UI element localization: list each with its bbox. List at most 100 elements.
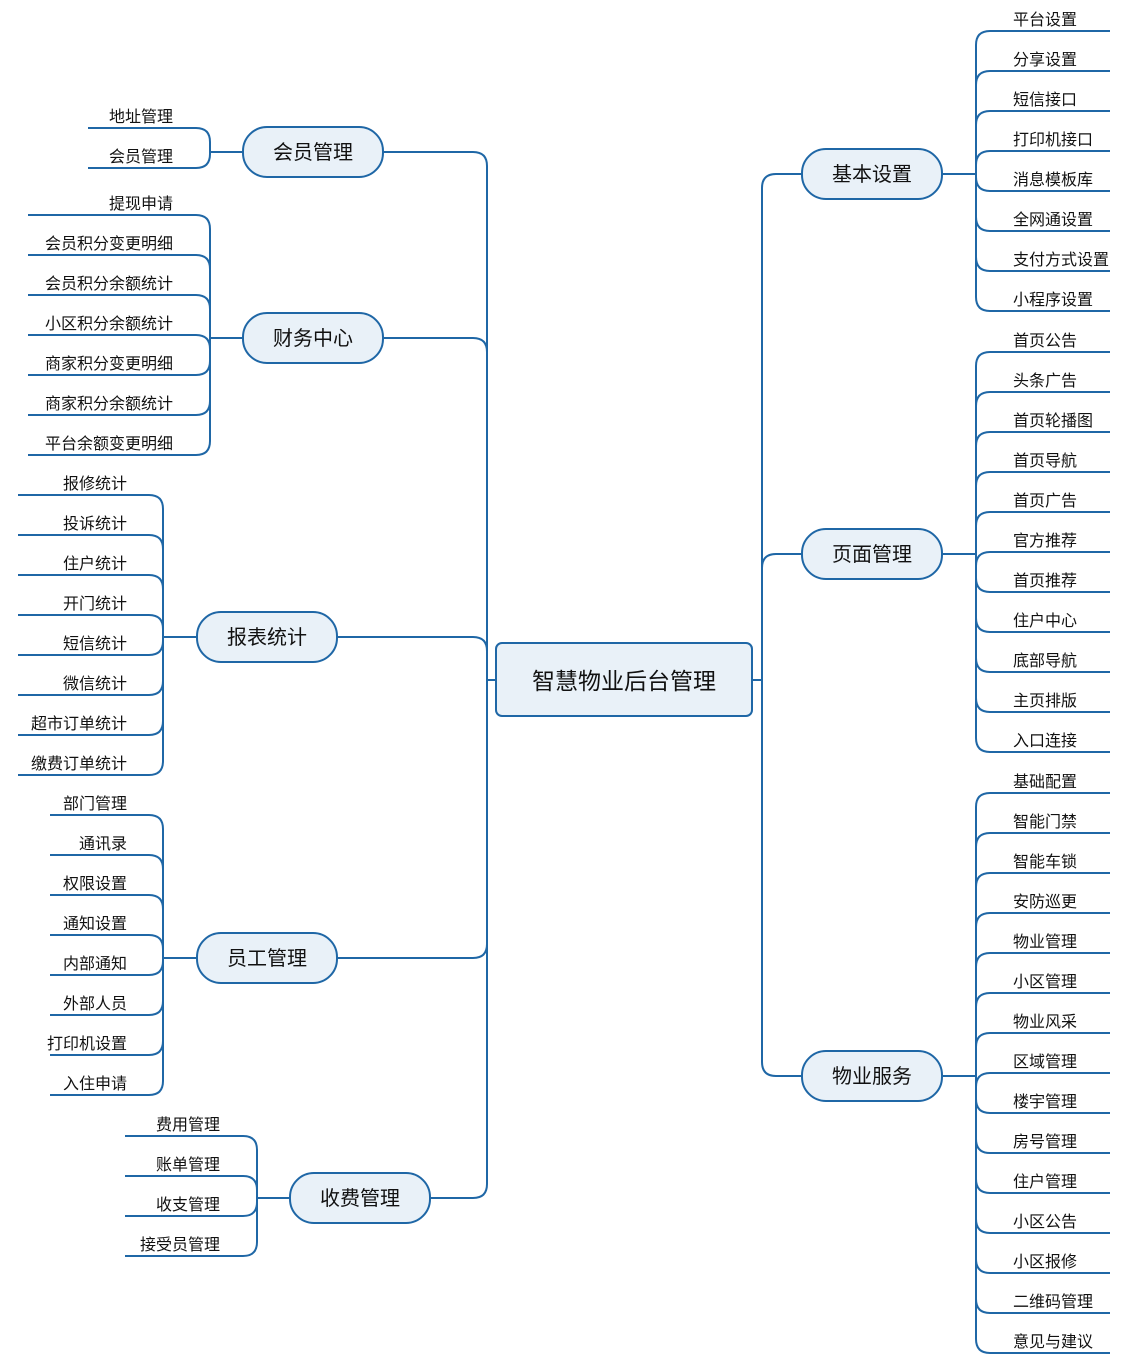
leaf-label[interactable]: 小程序设置: [1013, 290, 1093, 309]
leaf-label[interactable]: 权限设置: [63, 874, 127, 893]
branch-node-box: [801, 1050, 943, 1102]
leaf-label[interactable]: 住户管理: [1013, 1172, 1077, 1191]
leaf-label[interactable]: 报修统计: [63, 474, 127, 493]
leaf-label[interactable]: 底部导航: [1013, 651, 1077, 670]
branch-node-label: 员工管理: [227, 946, 307, 970]
leaf-label[interactable]: 全网通设置: [1013, 210, 1093, 229]
leaf-label[interactable]: 账单管理: [156, 1155, 220, 1174]
leaf-connector: [975, 551, 1110, 567]
leaf-label[interactable]: 商家积分变更明细: [45, 354, 173, 373]
leaf-connector: [18, 574, 164, 637]
branch-connector-page: [761, 553, 802, 680]
branch-node-staff[interactable]: 员工管理: [196, 932, 338, 984]
leaf-label[interactable]: 平台设置: [1013, 10, 1077, 29]
leaf-connector: [975, 471, 1110, 554]
leaf-connector: [975, 952, 1110, 1076]
branch-node-box: [801, 528, 943, 580]
leaf-label[interactable]: 收支管理: [156, 1195, 220, 1214]
leaf-label[interactable]: 物业管理: [1013, 932, 1077, 951]
leaf-label[interactable]: 超市订单统计: [31, 714, 127, 733]
leaf-label[interactable]: 消息模板库: [1013, 170, 1093, 189]
leaf-label[interactable]: 会员管理: [109, 147, 173, 166]
branch-node-box: [242, 126, 384, 178]
leaf-label[interactable]: 开门统计: [63, 594, 127, 613]
leaf-label[interactable]: 投诉统计: [63, 514, 127, 533]
leaf-label[interactable]: 入口连接: [1013, 731, 1077, 750]
leaf-label[interactable]: 安防巡更: [1013, 892, 1077, 911]
leaf-label[interactable]: 住户中心: [1013, 611, 1077, 630]
leaf-label[interactable]: 区域管理: [1013, 1052, 1077, 1071]
leaf-connector: [975, 391, 1110, 554]
leaf-label[interactable]: 首页导航: [1013, 451, 1077, 470]
leaf-connector: [975, 1076, 1110, 1354]
branch-node-label: 基本设置: [832, 162, 912, 186]
branch-node-label: 报表统计: [227, 625, 307, 649]
leaf-label[interactable]: 小区积分余额统计: [45, 314, 173, 333]
branch-node-report[interactable]: 报表统计: [196, 611, 338, 663]
leaf-label[interactable]: 主页排版: [1013, 691, 1077, 710]
leaf-label[interactable]: 首页推荐: [1013, 571, 1077, 590]
leaf-connector: [125, 1135, 258, 1198]
leaf-connector: [28, 334, 211, 350]
leaf-label[interactable]: 入住申请: [63, 1074, 127, 1093]
leaf-label[interactable]: 短信统计: [63, 634, 127, 653]
leaf-label[interactable]: 支付方式设置: [1013, 250, 1109, 269]
leaf-label[interactable]: 基础配置: [1013, 772, 1077, 791]
leaf-label[interactable]: 分享设置: [1013, 50, 1077, 69]
branch-node-fee[interactable]: 收费管理: [289, 1172, 431, 1224]
leaf-label[interactable]: 平台余额变更明细: [45, 434, 173, 453]
leaf-label[interactable]: 会员积分余额统计: [45, 274, 173, 293]
leaf-label[interactable]: 物业风采: [1013, 1012, 1077, 1031]
leaf-label[interactable]: 内部通知: [63, 954, 127, 973]
leaf-label[interactable]: 费用管理: [156, 1115, 220, 1134]
leaf-connector: [28, 254, 211, 338]
leaf-label[interactable]: 微信统计: [63, 674, 127, 693]
leaf-label[interactable]: 短信接口: [1013, 90, 1077, 109]
leaf-label[interactable]: 打印机接口: [1013, 130, 1093, 149]
leaf-label[interactable]: 提现申请: [109, 194, 173, 213]
root-node[interactable]: 智慧物业后台管理: [495, 642, 753, 717]
leaf-label[interactable]: 楼宇管理: [1013, 1092, 1077, 1111]
leaf-connector: [50, 958, 164, 1096]
leaf-label[interactable]: 小区报修: [1013, 1252, 1077, 1271]
leaf-label[interactable]: 部门管理: [63, 794, 127, 813]
leaf-label[interactable]: 智能车锁: [1013, 852, 1077, 871]
leaf-label[interactable]: 意见与建议: [1013, 1332, 1093, 1351]
leaf-label[interactable]: 首页广告: [1013, 491, 1077, 510]
branch-node-box: [242, 312, 384, 364]
leaf-label[interactable]: 头条广告: [1013, 371, 1077, 390]
leaf-connector: [975, 1076, 1110, 1314]
leaf-connector: [88, 127, 211, 152]
leaf-label[interactable]: 通知设置: [63, 914, 127, 933]
leaf-label[interactable]: 住户统计: [63, 554, 127, 573]
leaf-connector: [50, 894, 164, 958]
leaf-label[interactable]: 官方推荐: [1013, 531, 1077, 550]
leaf-label[interactable]: 房号管理: [1013, 1132, 1077, 1151]
leaf-label[interactable]: 打印机设置: [47, 1034, 127, 1053]
leaf-label[interactable]: 智能门禁: [1013, 812, 1077, 831]
leaf-connector: [125, 1175, 258, 1198]
leaf-label[interactable]: 缴费订单统计: [31, 754, 127, 773]
leaf-label[interactable]: 小区公告: [1013, 1212, 1077, 1231]
leaf-label[interactable]: 外部人员: [63, 994, 127, 1013]
leaf-label[interactable]: 二维码管理: [1013, 1292, 1093, 1311]
leaf-label[interactable]: 商家积分余额统计: [45, 394, 173, 413]
leaf-label[interactable]: 地址管理: [109, 107, 173, 126]
branch-node-finance[interactable]: 财务中心: [242, 312, 384, 364]
branch-connector-staff: [337, 680, 488, 959]
leaf-label[interactable]: 通讯录: [79, 834, 127, 853]
branch-node-page[interactable]: 页面管理: [801, 528, 943, 580]
branch-node-property[interactable]: 物业服务: [801, 1050, 943, 1102]
leaf-label[interactable]: 接受员管理: [140, 1235, 220, 1254]
branch-node-member[interactable]: 会员管理: [242, 126, 384, 178]
leaf-connector: [28, 294, 211, 338]
leaf-connector: [975, 912, 1110, 1076]
branch-node-basic[interactable]: 基本设置: [801, 148, 943, 200]
leaf-connector: [28, 214, 211, 338]
leaf-label[interactable]: 会员积分变更明细: [45, 234, 173, 253]
leaf-label[interactable]: 首页公告: [1013, 331, 1077, 350]
root-node-label: 智慧物业后台管理: [532, 669, 716, 695]
leaf-label[interactable]: 小区管理: [1013, 972, 1077, 991]
leaf-connector: [975, 70, 1110, 174]
leaf-label[interactable]: 首页轮播图: [1013, 411, 1093, 430]
